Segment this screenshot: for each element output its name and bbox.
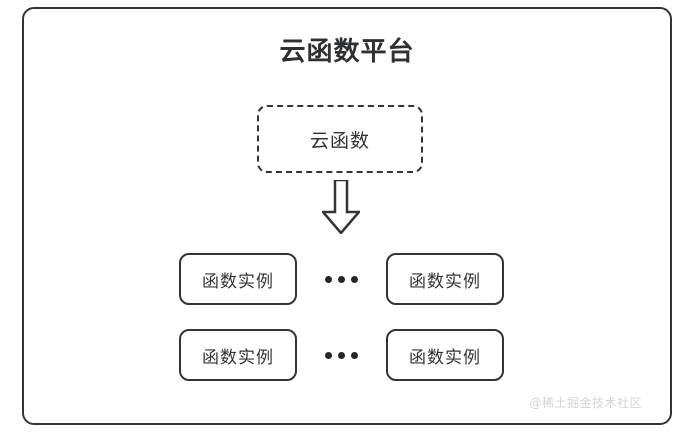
function-instance-label: 函数实例	[409, 271, 481, 292]
function-instance-label: 函数实例	[202, 271, 274, 292]
page-title: 云函数平台	[279, 37, 415, 67]
function-instance-box: 函数实例	[179, 329, 297, 381]
ellipsis-dot	[351, 275, 358, 283]
ellipsis-dot	[338, 275, 345, 283]
function-instance-box: 函数实例	[179, 253, 297, 305]
function-instance-label: 函数实例	[202, 347, 274, 368]
function-instance-box: 函数实例	[386, 253, 504, 305]
ellipsis-icon	[312, 275, 372, 283]
ellipsis-icon	[312, 351, 372, 359]
cloud-function-label: 云函数	[309, 129, 370, 152]
cloud-function-node: 云函数	[257, 105, 423, 173]
function-instance-box: 函数实例	[386, 329, 504, 381]
instance-row: 函数实例 函数实例	[179, 329, 504, 381]
ellipsis-dot	[325, 275, 332, 283]
watermark: @稀土掘金技术社区	[529, 396, 642, 410]
instance-row: 函数实例 函数实例	[179, 253, 504, 305]
ellipsis-dot	[351, 351, 358, 359]
cloud-function-platform-container: 云函数平台 云函数 函数实例 函数实例 函数实例	[22, 7, 672, 425]
ellipsis-dot	[338, 351, 345, 359]
function-instance-label: 函数实例	[409, 347, 481, 368]
down-arrow-icon	[320, 178, 362, 235]
ellipsis-dot	[325, 351, 332, 359]
